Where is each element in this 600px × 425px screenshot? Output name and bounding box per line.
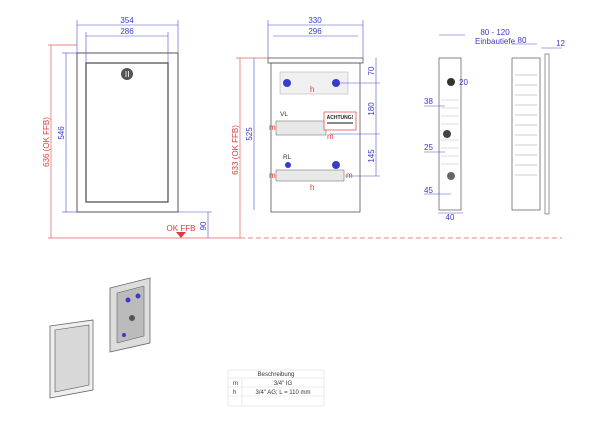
svg-text:h: h (310, 85, 314, 94)
svg-text:m: m (346, 171, 353, 180)
dim-depth-2: 80 (518, 36, 527, 45)
dim-depth-label: Einbautiefe (475, 37, 516, 46)
dim-height-total: 636 (OK FFB) (42, 117, 51, 167)
side-view-2: 80 12 (511, 36, 565, 215)
dim-180: 180 (367, 102, 376, 116)
front-view: 354 286 546 636 (OK FFB) 90 OK FFB (42, 16, 212, 238)
svg-text:25: 25 (424, 143, 433, 152)
table-key: h (233, 390, 236, 396)
dim-width-outer: 354 (120, 16, 134, 25)
dim-floor-offset: 90 (199, 221, 208, 230)
front-door (85, 62, 169, 203)
flow-m-label: m (327, 132, 334, 141)
dim-70: 70 (367, 66, 376, 75)
dim-145: 145 (367, 149, 376, 163)
table-key: m (233, 381, 238, 387)
flow-valve (275, 120, 327, 136)
dim-height-inner-inner: 525 (245, 127, 254, 141)
svg-text:40: 40 (446, 213, 455, 222)
table-header: Beschreibung (258, 372, 295, 378)
dim-depth: 80 - 120 (480, 28, 510, 37)
table-value: 3/4" AG; L = 110 mm (256, 390, 311, 396)
table-value: 3/4" IG (274, 381, 293, 387)
inner-frame (270, 62, 361, 213)
flow-label: VL (280, 111, 288, 118)
lock-icon (121, 68, 133, 80)
dim-width-inner-inner: 296 (308, 27, 322, 36)
isometric-door (49, 319, 94, 399)
svg-text:38: 38 (424, 97, 433, 106)
return-valve (275, 169, 345, 182)
dim-height-total-inner: 633 (OK FFB) (231, 125, 240, 175)
svg-text:m: m (269, 171, 276, 180)
svg-text:m: m (269, 123, 276, 132)
dim-width-outer-inner: 330 (308, 16, 322, 25)
svg-text:20: 20 (459, 78, 468, 87)
dim-plate: 12 (556, 39, 565, 48)
svg-text:45: 45 (424, 186, 433, 195)
svg-text:ACHTUNG!: ACHTUNG! (327, 115, 354, 121)
legend-table: Beschreibung m 3/4" IG h 3/4" AG; L = 11… (227, 369, 325, 407)
floor-label: OK FFB (167, 224, 196, 233)
dim-height-inner: 546 (57, 126, 66, 140)
floor-marker-icon (176, 232, 186, 238)
isometric-box (109, 277, 151, 353)
svg-text:h: h (310, 183, 314, 192)
warning-label (323, 111, 357, 131)
dim-width-inner: 286 (120, 27, 134, 36)
return-label: RL (283, 154, 292, 161)
front-frame (76, 52, 179, 213)
inner-view: h VL m ACHTUNG! m RL m m h 330 296 525 6… (231, 16, 380, 238)
side-view: 80 - 120 Einbautiefe 20 38 25 45 40 (424, 28, 516, 222)
